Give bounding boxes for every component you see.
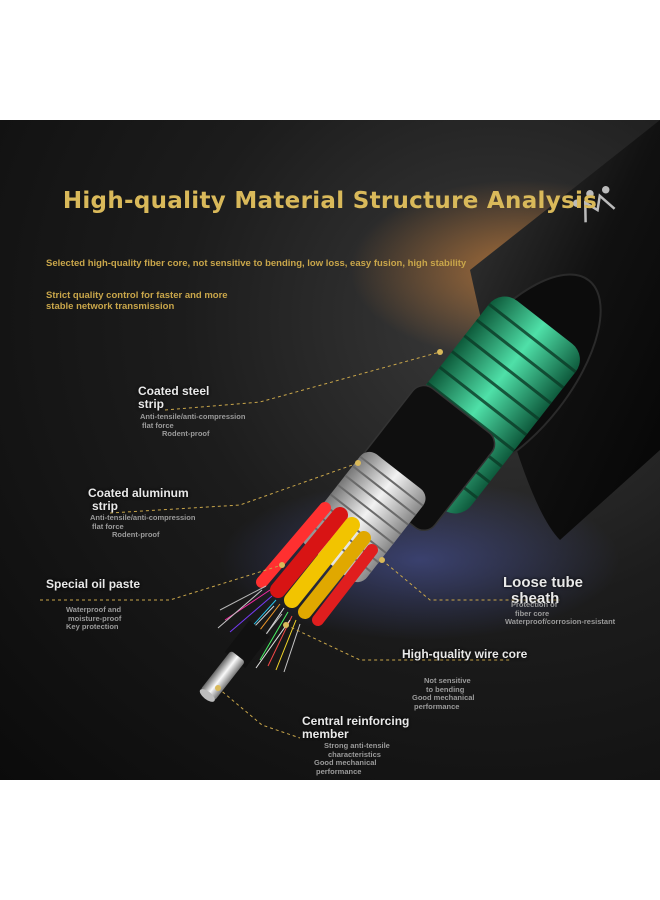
desc-high-quality-wire-core: Not sensitive to bending Good mechanical… xyxy=(412,676,475,711)
desc-line: Rodent-proof xyxy=(162,429,210,438)
label-title-line: sheath xyxy=(511,590,560,607)
desc-line: Key protection xyxy=(66,622,119,631)
desc-line: Good mechanical xyxy=(412,693,475,702)
label-coated-steel-strip: Coated steel strip xyxy=(138,385,209,411)
desc-line: flat force xyxy=(142,420,174,430)
label-loose-tube-sheath: Loose tube sheath xyxy=(503,575,583,607)
desc-line: Not sensitive xyxy=(424,676,471,685)
leader-lines xyxy=(40,351,560,739)
central-member xyxy=(199,620,270,702)
label-coated-aluminum-strip: Coated aluminum strip xyxy=(88,487,189,513)
label-title-line: member xyxy=(302,727,349,741)
label-title-line: Loose tube xyxy=(503,574,584,591)
desc-line: flat force xyxy=(92,521,124,531)
desc-line: Waterproof/corrosion-resistant xyxy=(505,617,616,626)
label-special-oil-paste: Special oil paste xyxy=(46,578,140,591)
product-panel: High-quality Material Structure Analysis… xyxy=(0,120,660,780)
desc-line: Anti-tensile/anti-compression xyxy=(140,412,246,421)
desc-line: Waterproof and xyxy=(66,605,122,614)
desc-line: moisture-proof xyxy=(68,613,122,623)
desc-line: fiber core xyxy=(515,608,550,618)
crown-logo-icon xyxy=(572,186,616,223)
desc-line: characteristics xyxy=(328,749,381,759)
label-title-line: Coated aluminum xyxy=(88,486,189,500)
desc-line: performance xyxy=(414,701,460,711)
desc-special-oil-paste: Waterproof and moisture-proof Key protec… xyxy=(66,605,122,632)
label-title-line: Special oil paste xyxy=(46,577,141,591)
desc-coated-steel-strip: Anti-tensile/anti-compression flat force… xyxy=(140,412,246,439)
desc-loose-tube-sheath: Protection of fiber core Waterproof/corr… xyxy=(505,600,616,627)
desc-line: Protection of xyxy=(511,600,558,609)
desc-line: Rodent-proof xyxy=(112,530,160,539)
desc-line: Good mechanical xyxy=(314,758,377,767)
desc-line: Strong anti-tensile xyxy=(324,741,390,750)
page-title: High-quality Material Structure Analysis xyxy=(62,188,598,214)
label-central-reinforcing-member: Central reinforcing member xyxy=(302,715,409,741)
subtitle-fiber-core: Selected high-quality fiber core, not se… xyxy=(46,258,467,269)
desc-central-reinforcing-member: Strong anti-tensile characteristics Good… xyxy=(314,741,390,776)
desc-coated-aluminum-strip: Anti-tensile/anti-compression flat force… xyxy=(90,513,196,540)
label-title-line: strip xyxy=(92,499,119,513)
label-title-line: Coated steel xyxy=(138,384,210,398)
subtitle-quality-control: Strict quality control for faster and mo… xyxy=(46,290,228,312)
label-title-line: strip xyxy=(138,397,165,411)
desc-line: Anti-tensile/anti-compression xyxy=(90,513,196,522)
cable-illustration xyxy=(40,120,660,739)
label-high-quality-wire-core: High-quality wire core xyxy=(402,648,527,661)
loose-tubes xyxy=(256,502,378,626)
label-title-line: High-quality wire core xyxy=(402,647,528,661)
desc-line: performance xyxy=(316,766,362,776)
leader-dots xyxy=(215,349,443,691)
desc-line: to bending xyxy=(426,684,465,694)
label-title-line: Central reinforcing xyxy=(302,714,410,728)
